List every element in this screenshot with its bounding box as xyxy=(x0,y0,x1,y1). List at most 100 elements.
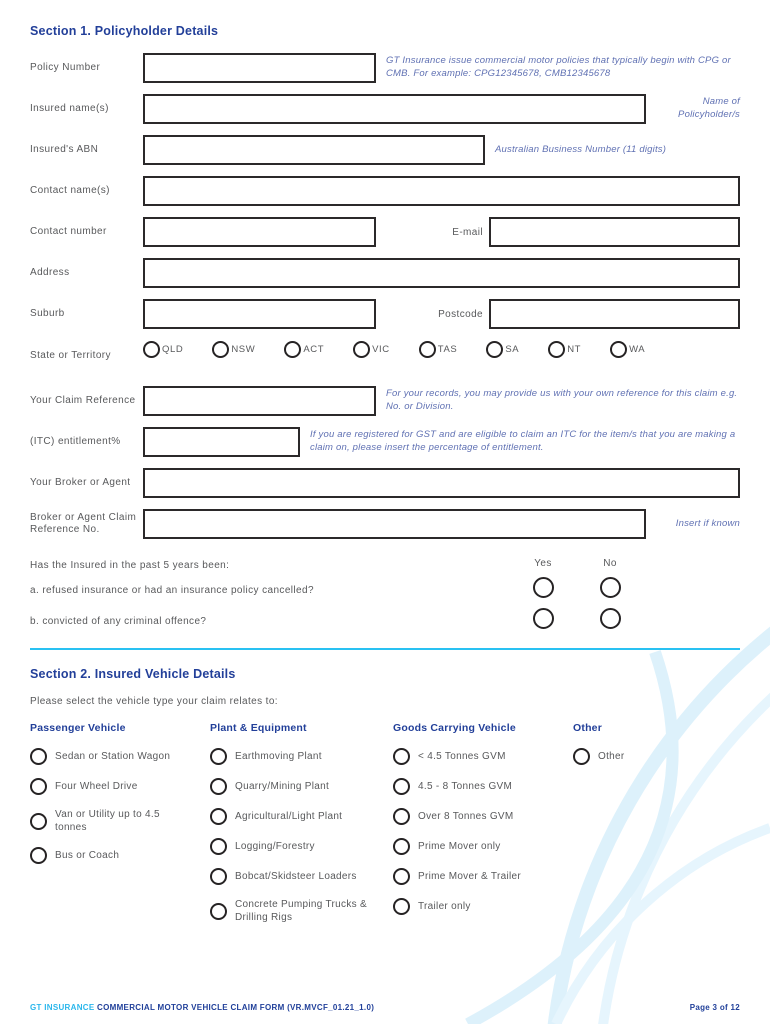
radio-four-wheel-drive[interactable] xyxy=(30,778,47,795)
radio-trailer-only[interactable] xyxy=(393,898,410,915)
radio-act[interactable] xyxy=(284,340,302,358)
policy-number-hint: GT Insurance issue commercial motor poli… xyxy=(386,55,731,79)
insured-history-block: Has the Insured in the past 5 years been… xyxy=(30,553,740,634)
history-question-a: a. refused insurance or had an insurance… xyxy=(30,584,314,596)
radio-nt-label: NT xyxy=(567,343,582,355)
broker-input[interactable] xyxy=(143,468,740,498)
state-option-nsw: NSW xyxy=(212,340,255,358)
policy-number-row: Policy Number GT Insurance issue commerc… xyxy=(30,53,740,83)
radio-qld[interactable] xyxy=(143,340,160,358)
option-sedan-or-station-wagon: Sedan or Station Wagon xyxy=(30,748,210,765)
state-option-vic: VIC xyxy=(353,340,390,358)
radio-4-5-to-8-tonnes-gvm[interactable] xyxy=(393,778,410,795)
radio-prime-mover-only[interactable] xyxy=(393,838,410,855)
radio-question-a-no[interactable] xyxy=(599,577,621,598)
claim-reference-row: Your Claim Reference For your records, y… xyxy=(30,386,740,416)
radio-over-8-tonnes-gvm[interactable] xyxy=(393,808,410,825)
radio-question-b-no[interactable] xyxy=(599,608,621,629)
insured-abn-row: Insured's ABN Australian Business Number… xyxy=(30,135,740,165)
contact-number-label: Contact number xyxy=(30,225,107,237)
insured-names-input[interactable] xyxy=(143,94,646,124)
radio-sa[interactable] xyxy=(486,340,504,358)
radio-earthmoving-plant[interactable] xyxy=(210,748,227,765)
policy-number-input[interactable] xyxy=(143,53,376,83)
contact-names-input[interactable] xyxy=(143,176,740,206)
option-over-8-tonnes-gvm: Over 8 Tonnes GVM xyxy=(393,808,573,825)
postcode-input[interactable] xyxy=(489,299,740,329)
contact-number-input[interactable] xyxy=(143,217,376,247)
radio-concrete-pumping-trucks[interactable] xyxy=(210,902,227,920)
insured-abn-input[interactable] xyxy=(143,135,485,165)
section-divider xyxy=(30,648,740,650)
suburb-label: Suburb xyxy=(30,307,65,319)
option-other: Other xyxy=(573,748,740,765)
option-label: Bobcat/Skidsteer Loaders xyxy=(235,871,357,882)
radio-bus-or-coach[interactable] xyxy=(30,847,47,864)
broker-reference-input[interactable] xyxy=(143,509,646,539)
radio-wa[interactable] xyxy=(610,340,628,358)
claim-reference-input[interactable] xyxy=(143,386,376,416)
address-label: Address xyxy=(30,266,70,278)
radio-logging-forestry[interactable] xyxy=(210,838,227,855)
radio-question-a-yes[interactable] xyxy=(532,577,554,598)
option-van-or-utility: Van or Utility up to 4.5 tonnes xyxy=(30,808,210,834)
broker-reference-label: Broker or Agent Claim Reference No. xyxy=(30,511,137,536)
email-input[interactable] xyxy=(489,217,740,247)
column-goods-carrying-vehicle: Goods Carrying Vehicle < 4.5 Tonnes GVM … xyxy=(393,722,573,937)
state-territory-row: State or Territory QLD NSW ACT VIC TAS xyxy=(30,340,740,372)
radio-other[interactable] xyxy=(573,748,590,765)
suburb-input[interactable] xyxy=(143,299,376,329)
state-option-wa: WA xyxy=(610,340,645,358)
radio-nsw[interactable] xyxy=(212,340,230,358)
column-plant-equipment: Plant & Equipment Earthmoving Plant Quar… xyxy=(210,722,393,937)
broker-reference-row: Broker or Agent Claim Reference No. Inse… xyxy=(30,509,740,539)
insured-abn-hint: Australian Business Number (11 digits) xyxy=(495,143,667,155)
column-other: Other Other xyxy=(573,722,740,937)
radio-under-4-5-tonnes-gvm[interactable] xyxy=(393,748,410,765)
option-label: Bus or Coach xyxy=(55,850,120,861)
insured-abn-label: Insured's ABN xyxy=(30,143,99,155)
radio-sedan-or-station-wagon[interactable] xyxy=(30,748,47,765)
radio-bobcat-skidsteer-loaders[interactable] xyxy=(210,868,227,885)
radio-question-b-yes[interactable] xyxy=(532,608,554,629)
history-question-b-row: b. convicted of any criminal offence? xyxy=(30,608,740,634)
radio-vic[interactable] xyxy=(353,340,371,358)
radio-van-or-utility[interactable] xyxy=(30,812,47,830)
other-header: Other xyxy=(573,722,603,734)
itc-input[interactable] xyxy=(143,427,300,457)
no-header: No xyxy=(603,558,617,569)
section2-intro: Please select the vehicle type your clai… xyxy=(30,696,278,707)
section1-title: Section 1. Policyholder Details xyxy=(30,24,219,38)
radio-sa-label: SA xyxy=(505,343,520,355)
broker-row: Your Broker or Agent xyxy=(30,468,740,498)
goods-carrying-vehicle-header: Goods Carrying Vehicle xyxy=(393,722,516,734)
option-label: Agricultural/Light Plant xyxy=(235,811,343,822)
address-row: Address xyxy=(30,258,740,288)
radio-agricultural-light-plant[interactable] xyxy=(210,808,227,825)
yes-no-headers: Yes No xyxy=(513,553,640,571)
radio-nt[interactable] xyxy=(548,340,566,358)
postcode-label: Postcode xyxy=(438,308,483,320)
radio-prime-mover-trailer[interactable] xyxy=(393,868,410,885)
radio-vic-label: VIC xyxy=(372,343,390,355)
option-label: Van or Utility up to 4.5 tonnes xyxy=(55,809,160,833)
option-bus-or-coach: Bus or Coach xyxy=(30,847,210,864)
address-input[interactable] xyxy=(143,258,740,288)
option-prime-mover-only: Prime Mover only xyxy=(393,838,573,855)
itc-label: (ITC) entitlement% xyxy=(30,435,121,447)
broker-label: Your Broker or Agent xyxy=(30,476,131,488)
option-4-5-to-8-tonnes-gvm: 4.5 - 8 Tonnes GVM xyxy=(393,778,573,795)
history-question-a-row: a. refused insurance or had an insurance… xyxy=(30,577,740,603)
policy-number-label: Policy Number xyxy=(30,61,101,73)
option-agricultural-light-plant: Agricultural/Light Plant xyxy=(210,808,393,825)
yes-header: Yes xyxy=(534,558,552,569)
option-quarry-mining-plant: Quarry/Mining Plant xyxy=(210,778,393,795)
section2-title: Section 2. Insured Vehicle Details xyxy=(30,667,236,681)
radio-quarry-mining-plant[interactable] xyxy=(210,778,227,795)
radio-tas[interactable] xyxy=(418,340,436,358)
footer-form-name: COMMERCIAL MOTOR VEHICLE CLAIM FORM (VR.… xyxy=(97,1003,375,1012)
state-territory-options: QLD NSW ACT VIC TAS SA xyxy=(143,340,645,358)
option-label: Logging/Forestry xyxy=(235,841,315,852)
option-label: Quarry/Mining Plant xyxy=(235,781,330,792)
radio-qld-label: QLD xyxy=(162,343,184,355)
